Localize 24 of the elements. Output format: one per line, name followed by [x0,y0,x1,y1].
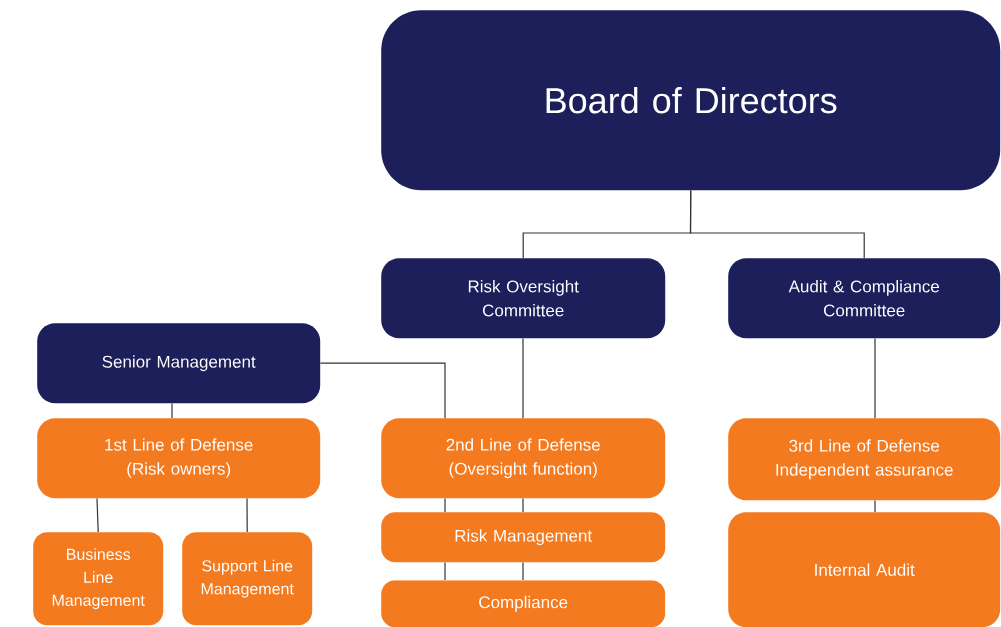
connector-line [689,189,865,259]
connector-line [522,561,524,581]
connector-line [444,497,446,513]
org-chart-box: Compliance [381,580,666,627]
org-chart-box: Risk Management [381,512,666,563]
connector-line [522,497,524,513]
connector-line [96,497,99,533]
org-chart-box: Support Line Management [182,532,313,626]
org-chart-box: Audit & Compliance Committee [728,258,1001,339]
org-chart-box: Internal Audit [728,512,1001,627]
org-chart-box: Board of Directors [381,10,1001,191]
org-chart-box: 1st Line of Defense (Risk owners) [37,418,321,499]
connector-line [444,561,446,581]
connector-line [874,337,876,419]
org-chart-box: 3rd Line of Defense Independent assurance [728,418,1001,501]
connector-line [522,337,524,419]
connector-line [171,402,173,419]
org-chart-box: 2nd Line of Defense (Oversight function) [381,418,666,499]
org-chart-box: Risk Oversight Committee [381,258,666,339]
connector-line [319,362,446,419]
org-chart-box: Business Line Management [33,532,164,626]
connector-line [874,499,876,513]
org-chart-box: Senior Management [37,323,321,404]
connector-line [246,497,248,533]
